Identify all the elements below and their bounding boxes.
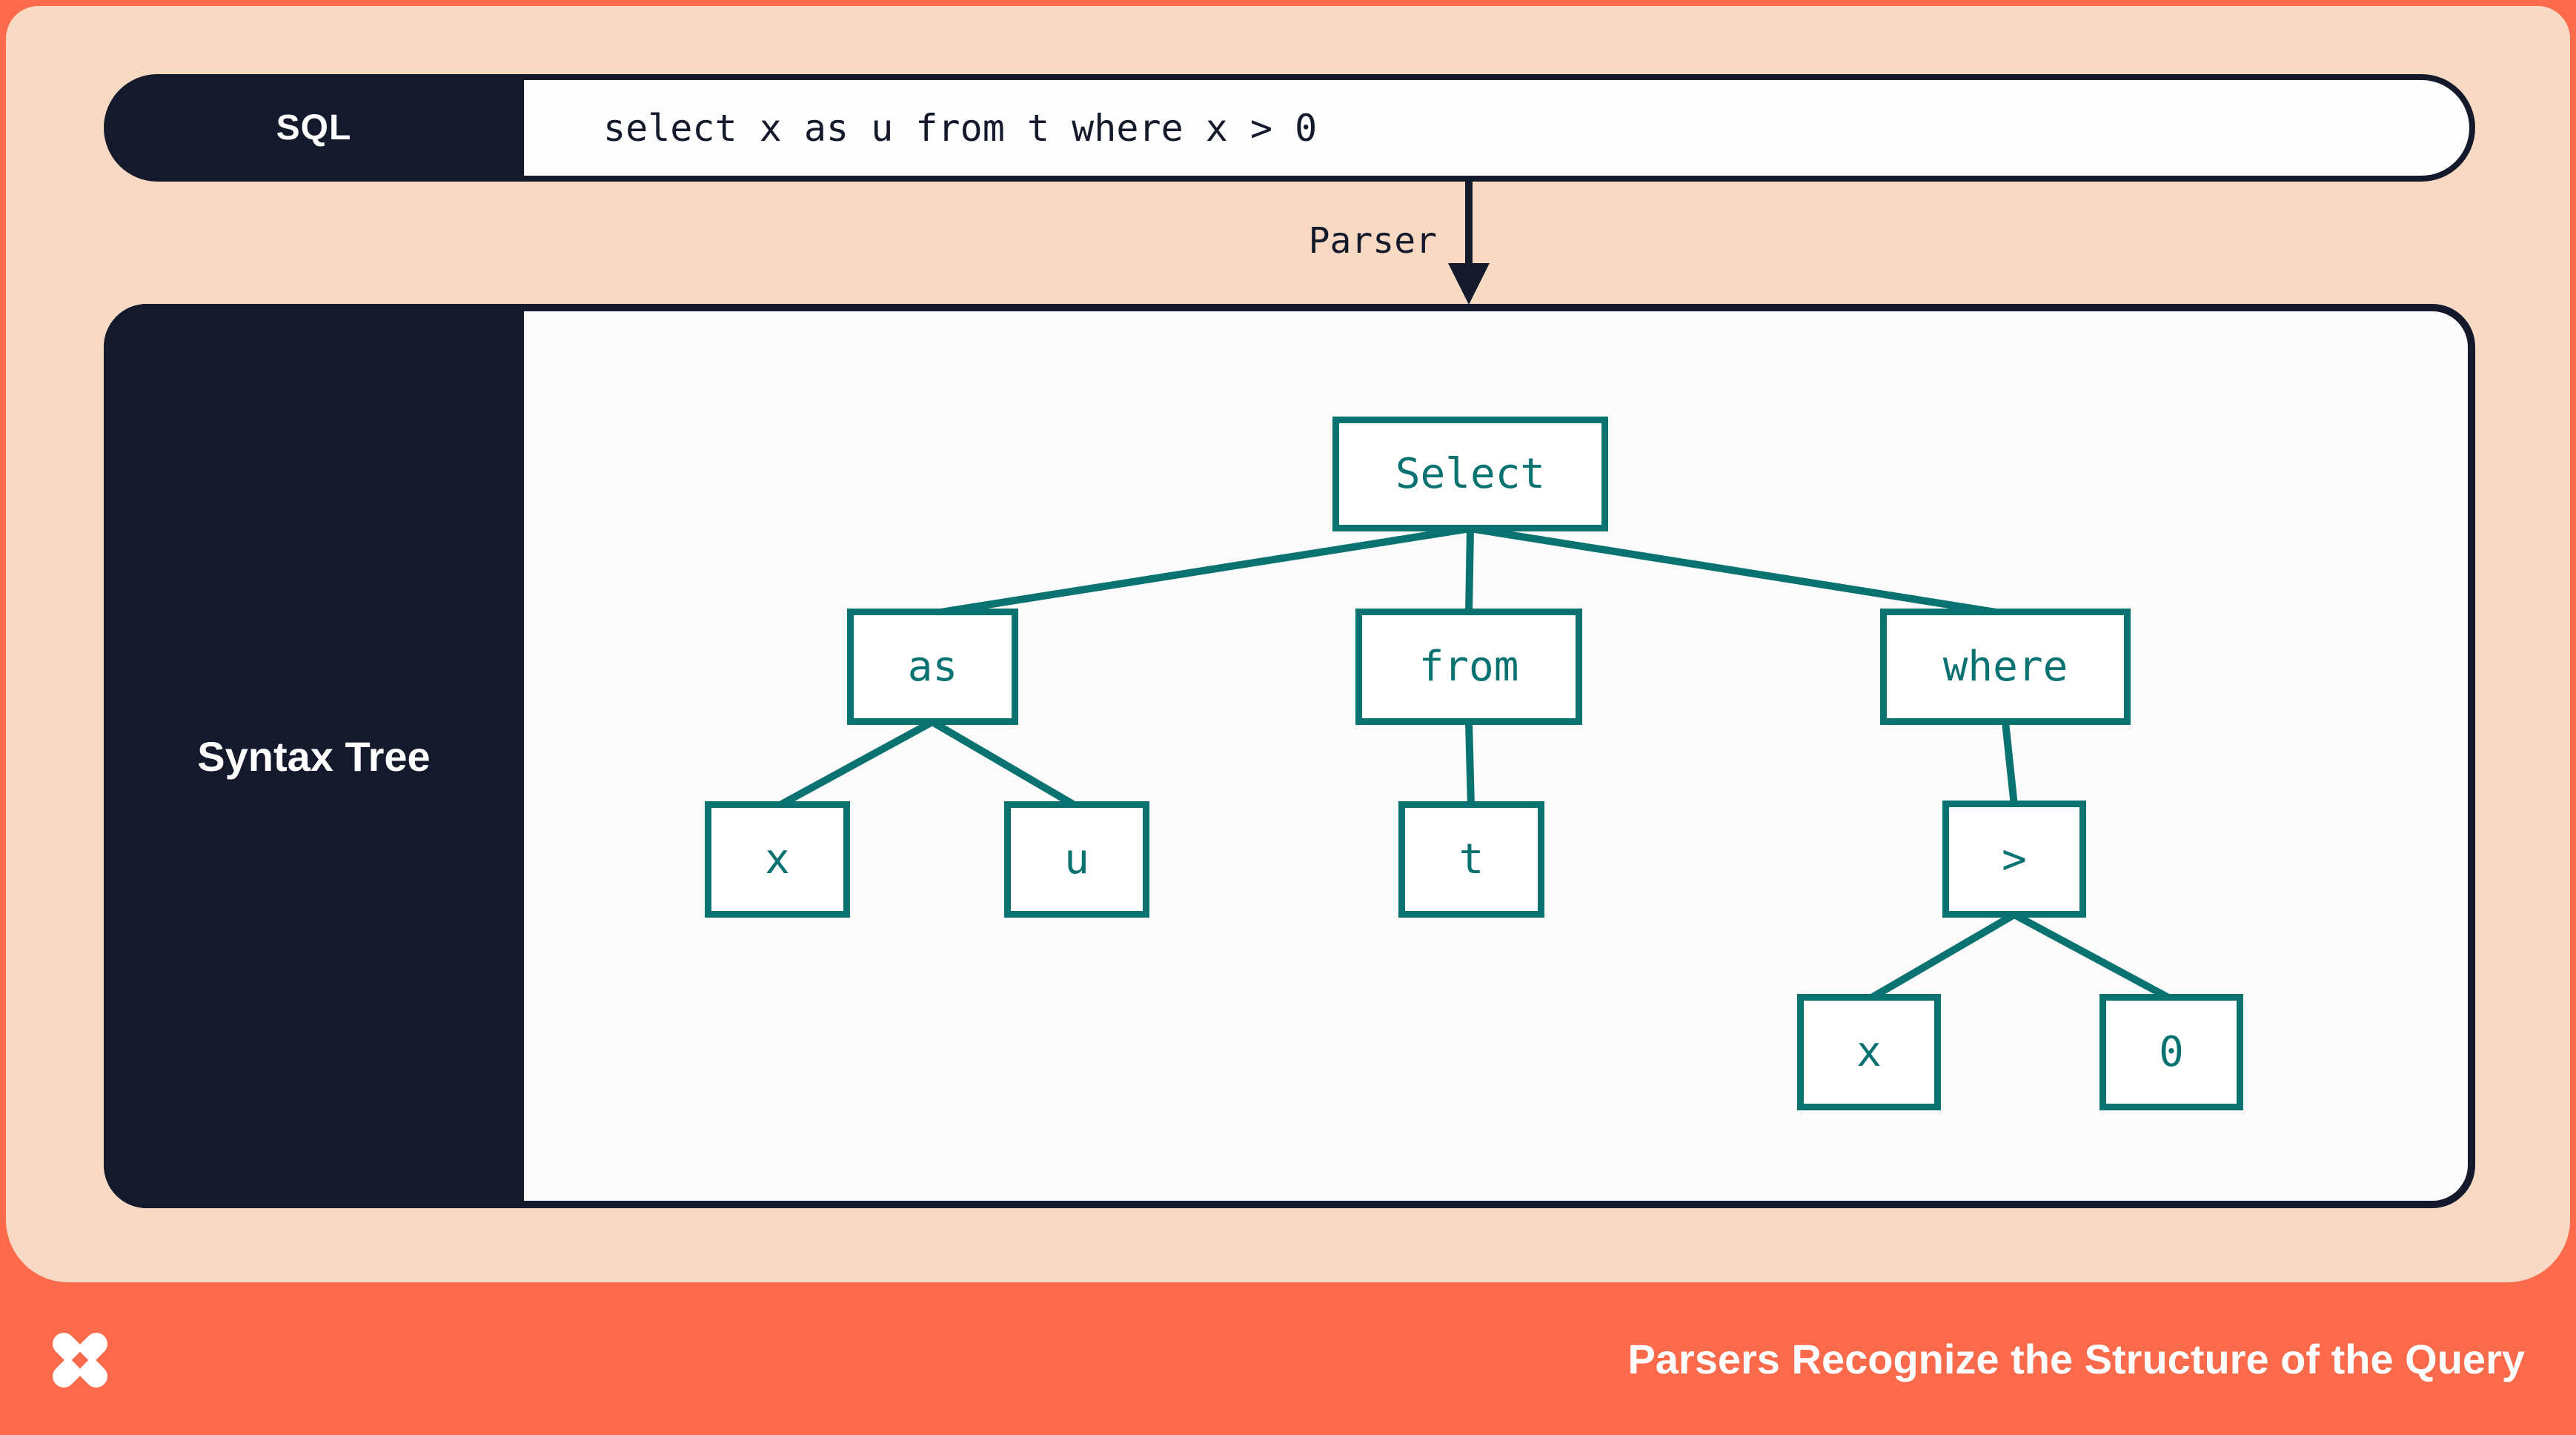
tree-node-as: as — [847, 609, 1018, 725]
parser-arrow-line — [1465, 182, 1473, 269]
tree-node-from: from — [1355, 609, 1582, 725]
sql-bar-label: SQL — [276, 108, 352, 148]
sql-query-text: select x as u from t where x > 0 — [603, 106, 1318, 150]
tree-node-x-alias: x — [705, 801, 850, 918]
parser-arrow-head-icon — [1448, 263, 1490, 305]
tree-node-t: t — [1398, 801, 1544, 918]
footer-title: Parsers Recognize the Structure of the Q… — [1627, 1335, 2525, 1382]
tree-connector-lines — [775, 525, 2174, 1003]
tree-node-zero: 0 — [2099, 994, 2243, 1110]
sql-query-area: select x as u from t where x > 0 — [524, 80, 2469, 176]
slide-panel: SQL select x as u from t where x > 0 Par… — [6, 6, 2570, 1282]
tree-node-select: Select — [1332, 417, 1608, 531]
tree-node-greater-than: > — [1942, 801, 2086, 918]
pinwheel-x-logo-icon — [53, 1333, 107, 1388]
syntax-tree-panel: Syntax Tree Select as from where x u t >… — [104, 304, 2475, 1208]
tree-node-where: where — [1880, 609, 2131, 725]
parser-arrow-label: Parser — [1308, 220, 1437, 262]
syntax-tree-sidebar: Syntax Tree — [104, 304, 524, 1208]
tree-node-x-operand: x — [1797, 994, 1941, 1110]
sql-bar: SQL select x as u from t where x > 0 — [104, 74, 2475, 182]
tree-node-u: u — [1004, 801, 1149, 918]
footer-band: Parsers Recognize the Structure of the Q… — [0, 1282, 2576, 1435]
syntax-tree-label: Syntax Tree — [197, 732, 431, 780]
